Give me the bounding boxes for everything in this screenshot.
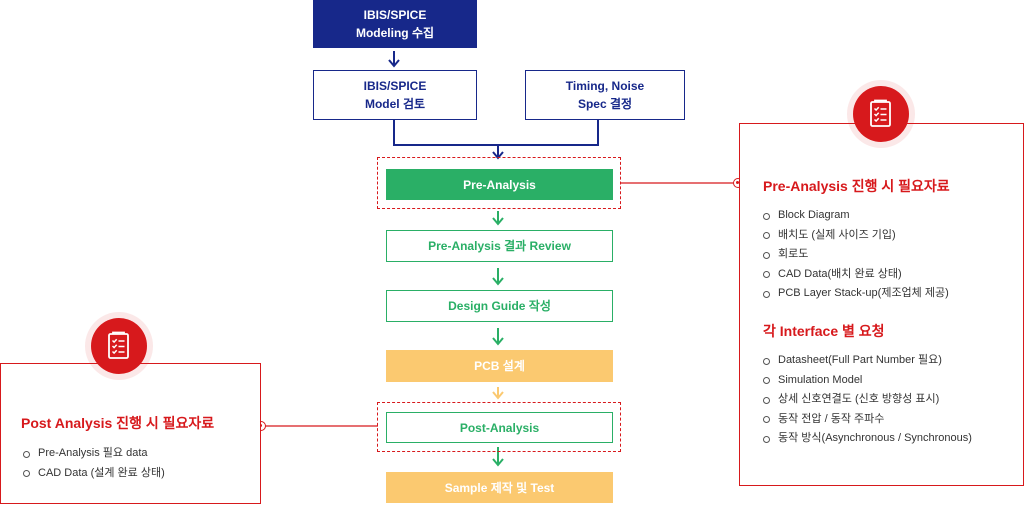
pre-analysis-requirements-panel: Pre-Analysis 진행 시 필요자료 Block Diagram 배치도…: [739, 123, 1024, 486]
sample-test-label: Sample 제작 및 Test: [444, 480, 555, 495]
list-item: CAD Data(배치 완료 상태): [763, 265, 949, 285]
interface-request-list: Datasheet(Full Part Number 필요) Simulatio…: [763, 351, 972, 449]
list-item: Datasheet(Full Part Number 필요): [763, 351, 972, 371]
checklist-document-icon: [853, 86, 909, 142]
checklist-document-icon: [108, 331, 129, 359]
interface-request-title: 각 Interface 별 요청: [763, 323, 885, 339]
spec-line1: Timing, Noise: [565, 79, 645, 93]
post-analysis-requirements-title: Post Analysis 진행 시 필요자료: [21, 415, 215, 431]
list-item: CAD Data (설계 완료 상태): [23, 464, 165, 484]
review-box: Pre-Analysis 결과 Review: [386, 230, 613, 262]
pre-analysis-requirements-list: Block Diagram 배치도 (실제 사이즈 기입) 회로도 CAD Da…: [763, 206, 949, 304]
modeling-line2: Modeling 수집: [355, 26, 435, 40]
list-item: Simulation Model: [763, 371, 972, 391]
pre-analysis-label: Pre-Analysis: [463, 177, 536, 192]
arrow-review-to-guide: [492, 268, 504, 286]
review-label: Pre-Analysis 결과 Review: [428, 239, 571, 253]
pcb-design-label: PCB 설계: [474, 359, 525, 373]
pre-analysis-box: Pre-Analysis: [386, 169, 613, 200]
merge-connector: [393, 120, 599, 160]
list-item: 회로도: [763, 245, 949, 265]
arrow-pre-to-review: [492, 211, 504, 226]
post-analysis-requirements-panel: Post Analysis 진행 시 필요자료 Pre-Analysis 필요 …: [0, 363, 261, 504]
list-item: 배치도 (실제 사이즈 기입): [763, 226, 949, 246]
post-analysis-highlight: [377, 402, 621, 452]
post-analysis-box: Post-Analysis: [386, 412, 613, 443]
list-item: Pre-Analysis 필요 data: [23, 444, 165, 464]
arrow-post-to-sample: [492, 447, 504, 467]
list-item: PCB Layer Stack-up(제조업체 제공): [763, 284, 949, 304]
pcb-design-box: PCB 설계: [386, 350, 613, 382]
model-review-box: IBIS/SPICE Model 검토: [313, 70, 477, 120]
design-guide-label: Design Guide 작성: [448, 299, 551, 313]
spec-decision-box: Timing, Noise Spec 결정: [525, 70, 685, 120]
spec-line2: Spec 결정: [577, 97, 633, 111]
model-review-line1: IBIS/SPICE: [363, 79, 427, 93]
list-item: 상세 신호연결도 (신호 방향성 표시): [763, 390, 972, 410]
arrow-modeling-to-model: [388, 51, 400, 68]
model-review-line2: Model 검토: [364, 97, 426, 111]
list-item: Block Diagram: [763, 206, 949, 226]
checklist-document-icon: [870, 99, 891, 127]
arrow-pcb-to-post: [492, 387, 504, 400]
checklist-document-icon: [91, 318, 147, 374]
design-guide-box: Design Guide 작성: [386, 290, 613, 322]
post-analysis-label: Post-Analysis: [459, 420, 540, 435]
post-analysis-requirements-list: Pre-Analysis 필요 data CAD Data (설계 완료 상태): [23, 444, 165, 483]
arrow-guide-to-pcb: [492, 328, 504, 346]
list-item: 동작 방식(Asynchronous / Synchronous): [763, 429, 972, 449]
pre-analysis-highlight: [377, 157, 621, 209]
pre-analysis-requirements-title: Pre-Analysis 진행 시 필요자료: [763, 178, 950, 194]
sample-test-box: Sample 제작 및 Test: [386, 472, 613, 503]
modeling-collection-box: IBIS/SPICE Modeling 수집: [313, 0, 477, 48]
modeling-line1: IBIS/SPICE: [363, 8, 427, 22]
list-item: 동작 전압 / 동작 주파수: [763, 410, 972, 430]
